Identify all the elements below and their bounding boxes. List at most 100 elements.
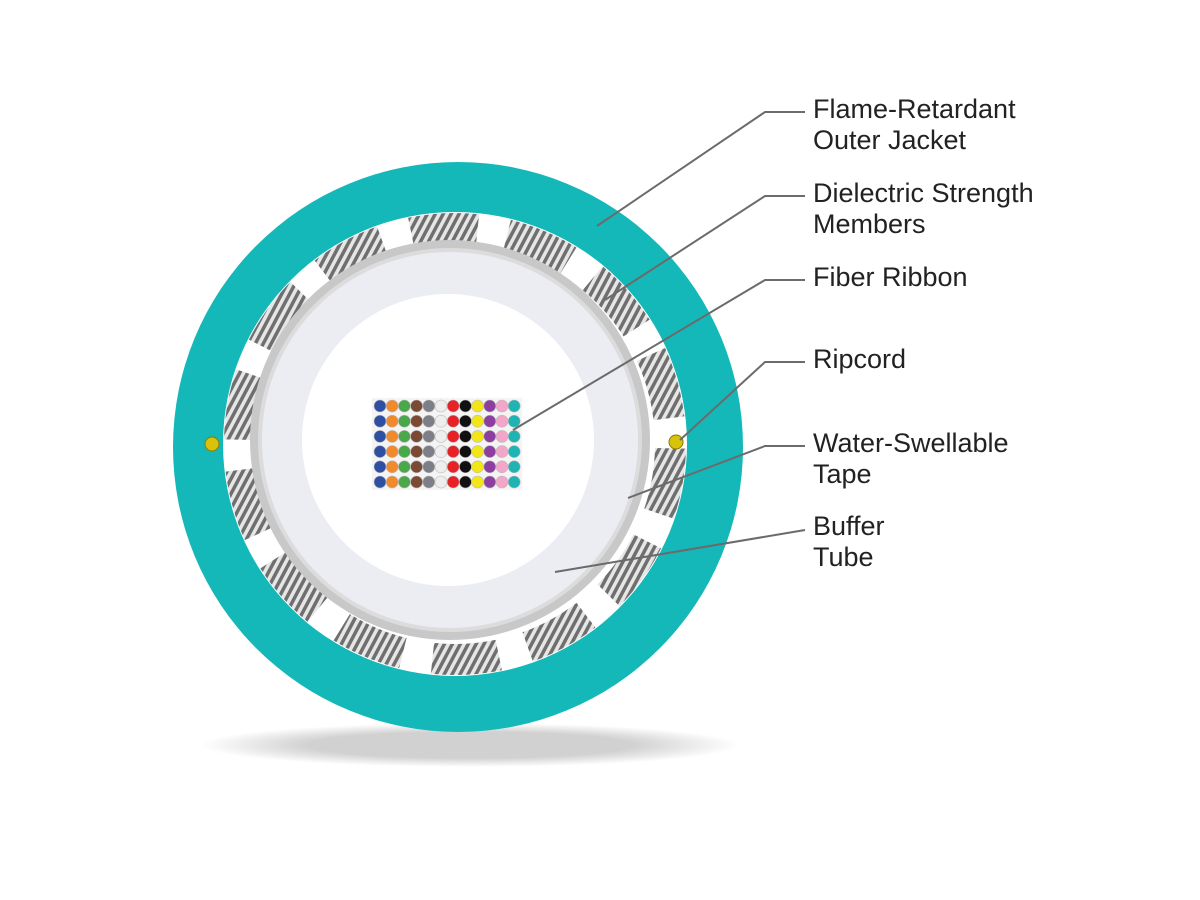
optical-fiber xyxy=(398,460,411,474)
optical-fiber xyxy=(459,460,472,474)
optical-fiber xyxy=(471,445,484,458)
optical-fiber xyxy=(373,460,387,474)
label-ripcord-line1: Ripcord xyxy=(813,344,906,374)
fiber-ribbon-backing xyxy=(372,398,523,490)
optical-fiber xyxy=(471,399,484,413)
optical-fiber xyxy=(495,399,509,413)
strength-member-segment xyxy=(582,266,650,337)
optical-fiber xyxy=(507,460,521,474)
optical-fiber xyxy=(410,460,423,474)
leader-line-buffer-tube xyxy=(554,529,806,573)
optical-fiber xyxy=(434,414,448,428)
optical-fiber xyxy=(434,445,448,458)
optical-fiber xyxy=(459,414,472,428)
label-strength-members-line1: Dielectric Strength xyxy=(813,178,1034,208)
label-strength-members-line2: Members xyxy=(813,209,926,239)
optical-fiber xyxy=(483,399,497,413)
optical-fiber xyxy=(471,475,484,489)
leader-line-fiber-ribbon xyxy=(512,279,805,431)
label-outer-jacket-line1: Flame-Retardant xyxy=(813,94,1016,124)
fiber-ribbon-stack xyxy=(372,398,523,490)
label-ripcord: Ripcord xyxy=(813,344,906,374)
optical-fiber xyxy=(483,414,497,428)
optical-fiber xyxy=(410,445,423,458)
strength-member-segment xyxy=(503,219,577,274)
optical-fiber xyxy=(410,475,423,489)
optical-fiber xyxy=(410,399,423,413)
label-fiber-ribbon: Fiber Ribbon xyxy=(813,262,968,292)
label-buffer-tube-line1: Buffer xyxy=(813,511,885,541)
optical-fiber xyxy=(446,445,460,458)
optical-fiber xyxy=(459,445,472,458)
optical-fiber xyxy=(422,445,436,458)
optical-fiber xyxy=(507,399,521,413)
optical-fiber xyxy=(446,475,460,489)
label-buffer-tube: Buffer Tube xyxy=(813,511,892,572)
optical-fiber xyxy=(422,399,436,413)
strength-member-segments xyxy=(224,213,686,676)
leader-lines xyxy=(512,111,806,573)
leader-line-strength-members xyxy=(604,195,805,301)
cable-shadow xyxy=(200,723,740,767)
strength-member-segment xyxy=(314,226,388,286)
strength-member-segment xyxy=(408,213,480,249)
optical-fiber xyxy=(373,399,387,413)
optical-fiber xyxy=(446,414,460,428)
label-buffer-tube-line2: Tube xyxy=(813,542,874,572)
optical-fiber xyxy=(495,475,509,489)
leader-line-outer-jacket xyxy=(596,111,805,227)
optical-fiber xyxy=(495,414,509,428)
optical-fiber xyxy=(385,430,399,443)
label-water-swellable-tape-line2: Tape xyxy=(813,459,872,489)
strength-member-segment xyxy=(522,602,596,662)
optical-fiber xyxy=(385,399,399,413)
optical-fiber xyxy=(385,445,399,458)
strength-member-segment xyxy=(430,639,502,676)
optical-fiber xyxy=(410,414,423,428)
strength-member-segment xyxy=(333,614,407,669)
optical-fiber xyxy=(385,460,399,474)
label-water-swellable-tape-line1: Water-Swellable xyxy=(813,428,1009,458)
strength-member-segment xyxy=(636,347,685,421)
strength-member-segment xyxy=(248,281,313,354)
label-outer-jacket-line2: Outer Jacket xyxy=(813,125,967,155)
label-fiber-ribbon-line1: Fiber Ribbon xyxy=(813,262,968,292)
optical-fiber xyxy=(507,475,521,489)
optical-fiber xyxy=(459,430,472,443)
optical-fiber xyxy=(398,414,411,428)
optical-fiber xyxy=(398,475,411,489)
optical-fiber xyxy=(459,475,472,489)
leader-line-ripcord xyxy=(679,361,805,441)
optical-fiber xyxy=(422,414,436,428)
optical-fiber xyxy=(471,414,484,428)
optical-fiber xyxy=(446,460,460,474)
optical-fiber xyxy=(385,414,399,428)
optical-fiber xyxy=(422,430,436,443)
optical-fiber xyxy=(398,399,411,413)
optical-fiber xyxy=(410,430,423,443)
label-strength-members: Dielectric Strength Members xyxy=(813,178,1041,239)
ripcord-right xyxy=(668,434,684,450)
optical-fiber xyxy=(483,430,497,443)
optical-fiber xyxy=(373,414,387,428)
label-water-swellable-tape: Water-Swellable Tape xyxy=(813,428,1016,489)
optical-fiber xyxy=(373,445,387,458)
strength-member-segment xyxy=(260,551,328,622)
optical-fiber xyxy=(434,430,448,443)
optical-fiber xyxy=(507,430,521,443)
optical-fiber xyxy=(373,430,387,443)
optical-fiber xyxy=(373,475,387,489)
ripcord-left xyxy=(204,436,220,452)
optical-fiber xyxy=(483,445,497,458)
optical-fiber xyxy=(507,445,521,458)
optical-fiber xyxy=(422,460,436,474)
optical-fiber xyxy=(385,475,399,489)
optical-fiber xyxy=(495,430,509,443)
optical-fiber xyxy=(434,460,448,474)
leader-line-water-swellable-tape xyxy=(627,445,805,499)
optical-fiber xyxy=(495,445,509,458)
optical-fiber xyxy=(422,475,436,489)
strength-member-segment xyxy=(225,467,274,541)
optical-fiber xyxy=(434,399,448,413)
